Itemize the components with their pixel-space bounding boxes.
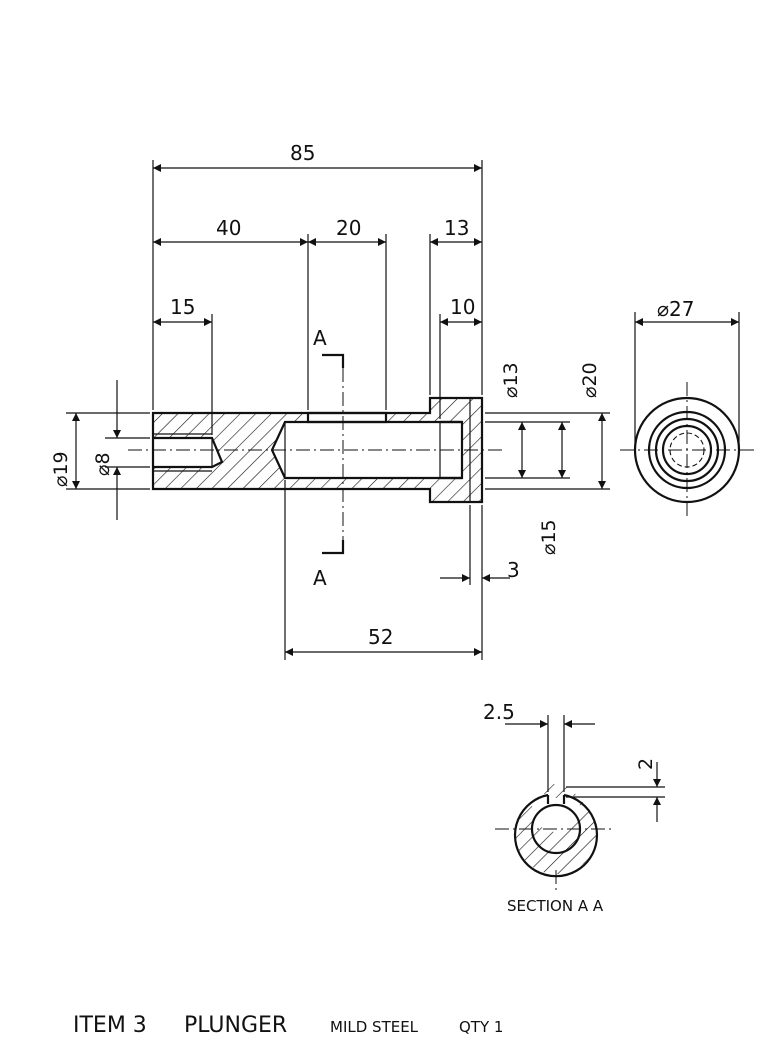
dim-dia-13: ⌀13 [500, 362, 522, 398]
dim-40: 40 [216, 216, 241, 240]
dim-dia-27: ⌀27 [657, 297, 695, 321]
dim-dia-8: ⌀8 [92, 452, 114, 476]
section-caption: SECTION A A [507, 897, 604, 915]
title-block: ITEM 3 PLUNGER MILD STEEL QTY 1 [73, 1013, 503, 1038]
dimension-lines: 85 40 20 13 15 10 ⌀27 52 3 ⌀19 ⌀8 ⌀13 ⌀2… [50, 141, 740, 660]
title-name: PLUNGER [184, 1013, 287, 1038]
plunger-side-section-view [128, 396, 505, 504]
section-mark-upper: A [313, 326, 327, 350]
dim-20: 20 [336, 216, 361, 240]
dim-15: 15 [170, 295, 195, 319]
title-item: ITEM 3 [73, 1013, 147, 1038]
plunger-outline [151, 396, 484, 504]
title-quantity: QTY 1 [459, 1018, 503, 1036]
dim-3: 3 [507, 558, 520, 582]
section-aa-hatching [515, 784, 597, 875]
dim-52: 52 [368, 625, 393, 649]
dim-dia-15: ⌀15 [538, 519, 560, 555]
dim-10: 10 [450, 295, 475, 319]
dim-dia-20: ⌀20 [579, 362, 601, 398]
dim-overall-length: 85 [290, 141, 315, 165]
section-hatching [153, 398, 482, 502]
dim-dia-19: ⌀19 [50, 451, 72, 487]
title-material: MILD STEEL [330, 1018, 419, 1036]
cutting-plane-aa: A A [313, 326, 345, 590]
tapped-hole [153, 436, 224, 469]
section-mark-lower: A [313, 566, 327, 590]
counterbore [440, 420, 464, 480]
plunger-end-view [620, 382, 755, 520]
keyway-slot [306, 411, 388, 424]
dim-slot-width: 2.5 [483, 700, 515, 724]
section-aa-view: 2.5 2 SECTION A A [483, 700, 665, 915]
dim-13: 13 [444, 216, 469, 240]
dim-slot-depth: 2 [635, 758, 657, 770]
